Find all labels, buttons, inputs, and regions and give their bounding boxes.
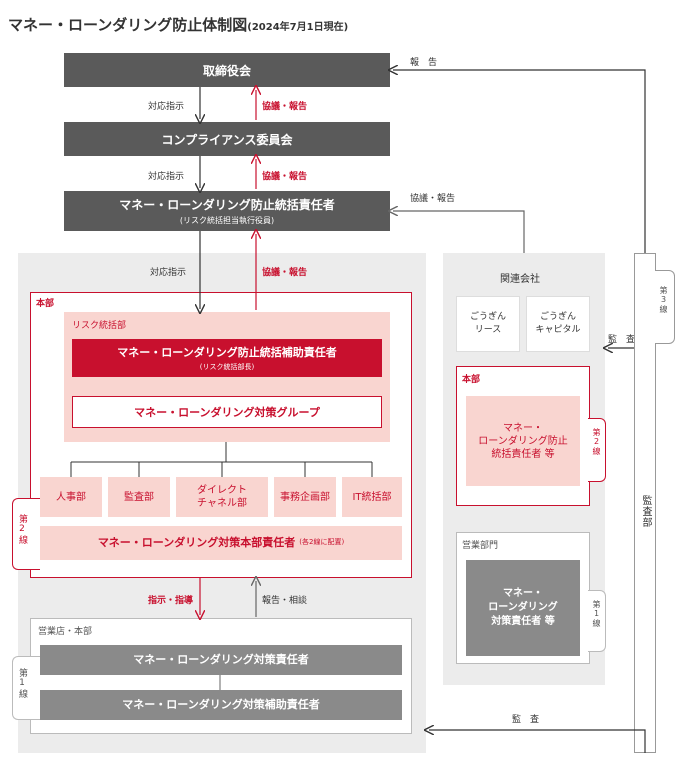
report-to-board-label: 報 告	[410, 58, 438, 68]
aml-officer-box: マネー・ローンダリング防止統括責任者 (リスク統括担当執行役員)	[64, 191, 390, 231]
affiliate-sales-officer: マネー・ ローンダリング 対策責任者 等	[466, 560, 580, 656]
hq-label: 本部	[36, 299, 55, 309]
first-line-tab	[12, 656, 40, 720]
board-label: 取締役会	[202, 63, 251, 78]
assistant-officer-note: (リスク統括部長)	[199, 363, 255, 371]
report-label-2: 協議・報告	[262, 172, 308, 182]
unit-hr: 人事部	[40, 477, 102, 517]
compliance-committee-box: コンプライアンス委員会	[64, 122, 390, 156]
direct-guide-label: 指示・指導	[148, 596, 194, 606]
board-box: 取締役会	[64, 53, 390, 87]
assistant-officer-box: マネー・ローンダリング防止統括補助責任者 (リスク統括部長)	[72, 339, 382, 377]
affiliate-sales-officer-label: マネー・ ローンダリング 対策責任者 等	[488, 588, 558, 627]
report-consult-label: 報告・相談	[262, 596, 308, 606]
branch-label: 営業店・本部	[38, 627, 93, 637]
audit-dept-label: 監査部	[640, 495, 651, 528]
arrow-audit-branch	[429, 730, 646, 753]
audit-branch-label: 監 査	[512, 715, 540, 725]
instruct-label-1: 対応指示	[148, 102, 185, 112]
instruct-label-2: 対応指示	[148, 172, 185, 182]
unit-it: IT統括部	[342, 477, 402, 517]
third-line-label: 第3線	[659, 286, 668, 314]
unit-audit-label: 監査部	[124, 491, 154, 503]
compliance-committee-label: コンプライアンス委員会	[161, 132, 293, 147]
unit-planning-label: 事務企画部	[280, 491, 330, 503]
hq-officer-note: (各2線に配置)	[299, 538, 345, 547]
instruct-label-3: 対応指示	[150, 268, 187, 278]
aml-group-label: マネー・ローンダリング対策グループ	[134, 406, 320, 419]
unit-planning: 事務企画部	[274, 477, 336, 517]
second-line-label: 第2線	[17, 514, 27, 545]
affiliate-capital-label: ごうぎん キャピタル	[535, 311, 581, 336]
unit-it-label: IT統括部	[352, 491, 392, 503]
affiliate-sales-label: 営業部門	[462, 541, 499, 551]
branch-officer-label: マネー・ローンダリング対策責任者	[133, 653, 309, 667]
affiliate-hq-officer: マネー・ ローンダリング防止 統括責任者 等	[466, 396, 580, 486]
risk-dept-label: リスク統括部	[72, 321, 127, 331]
affiliate-first-line-tab	[588, 590, 606, 652]
affiliate-hq-label: 本部	[462, 375, 481, 385]
title-note: (2024年7月1日現在)	[247, 22, 349, 33]
branch-assistant-label: マネー・ローンダリング対策補助責任者	[122, 698, 320, 712]
affiliate-first-line-label: 第1線	[592, 600, 601, 628]
affiliate-lease-label: ごうぎん リース	[469, 311, 506, 336]
third-line-tab	[655, 270, 675, 344]
audit-affiliate-label: 監 査	[608, 335, 636, 345]
arrow-report-board	[393, 70, 646, 253]
arrow-affiliate-report	[393, 211, 525, 253]
unit-audit: 監査部	[108, 477, 170, 517]
unit-hr-label: 人事部	[56, 491, 86, 503]
assistant-officer-title: マネー・ローンダリング防止統括補助責任者	[117, 346, 337, 359]
affiliate-lease: ごうぎん リース	[456, 296, 520, 352]
hq-officer-label: マネー・ローンダリング対策本部責任者	[97, 535, 296, 549]
hq-officer-box: マネー・ローンダリング対策本部責任者 (各2線に配置)	[40, 526, 402, 560]
page-title: マネー・ローンダリング防止体制図(2024年7月1日現在)	[8, 14, 348, 35]
report-label-3: 協議・報告	[262, 268, 308, 278]
affiliate-second-line-tab	[588, 418, 606, 482]
branch-assistant-box: マネー・ローンダリング対策補助責任者	[40, 690, 402, 720]
unit-direct-channel-label: ダイレクト チャネル部	[197, 485, 247, 509]
affiliate-hq-officer-label: マネー・ ローンダリング防止 統括責任者 等	[478, 422, 568, 460]
title-text: マネー・ローンダリング防止体制図	[8, 16, 248, 34]
report-label-1: 協議・報告	[262, 102, 308, 112]
aml-officer-title: マネー・ローンダリング防止統括責任者	[119, 198, 335, 212]
branch-officer-box: マネー・ローンダリング対策責任者	[40, 645, 402, 675]
first-line-label: 第1線	[17, 668, 27, 699]
affiliate-report-label: 協議・報告	[410, 194, 456, 204]
affiliates-label: 関連会社	[500, 274, 540, 285]
affiliate-second-line-label: 第2線	[592, 428, 601, 456]
aml-officer-note: (リスク統括担当執行役員)	[179, 216, 275, 225]
aml-group-box: マネー・ローンダリング対策グループ	[72, 396, 382, 428]
second-line-tab	[12, 498, 40, 570]
affiliate-capital: ごうぎん キャピタル	[526, 296, 590, 352]
unit-direct-channel: ダイレクト チャネル部	[176, 477, 268, 517]
